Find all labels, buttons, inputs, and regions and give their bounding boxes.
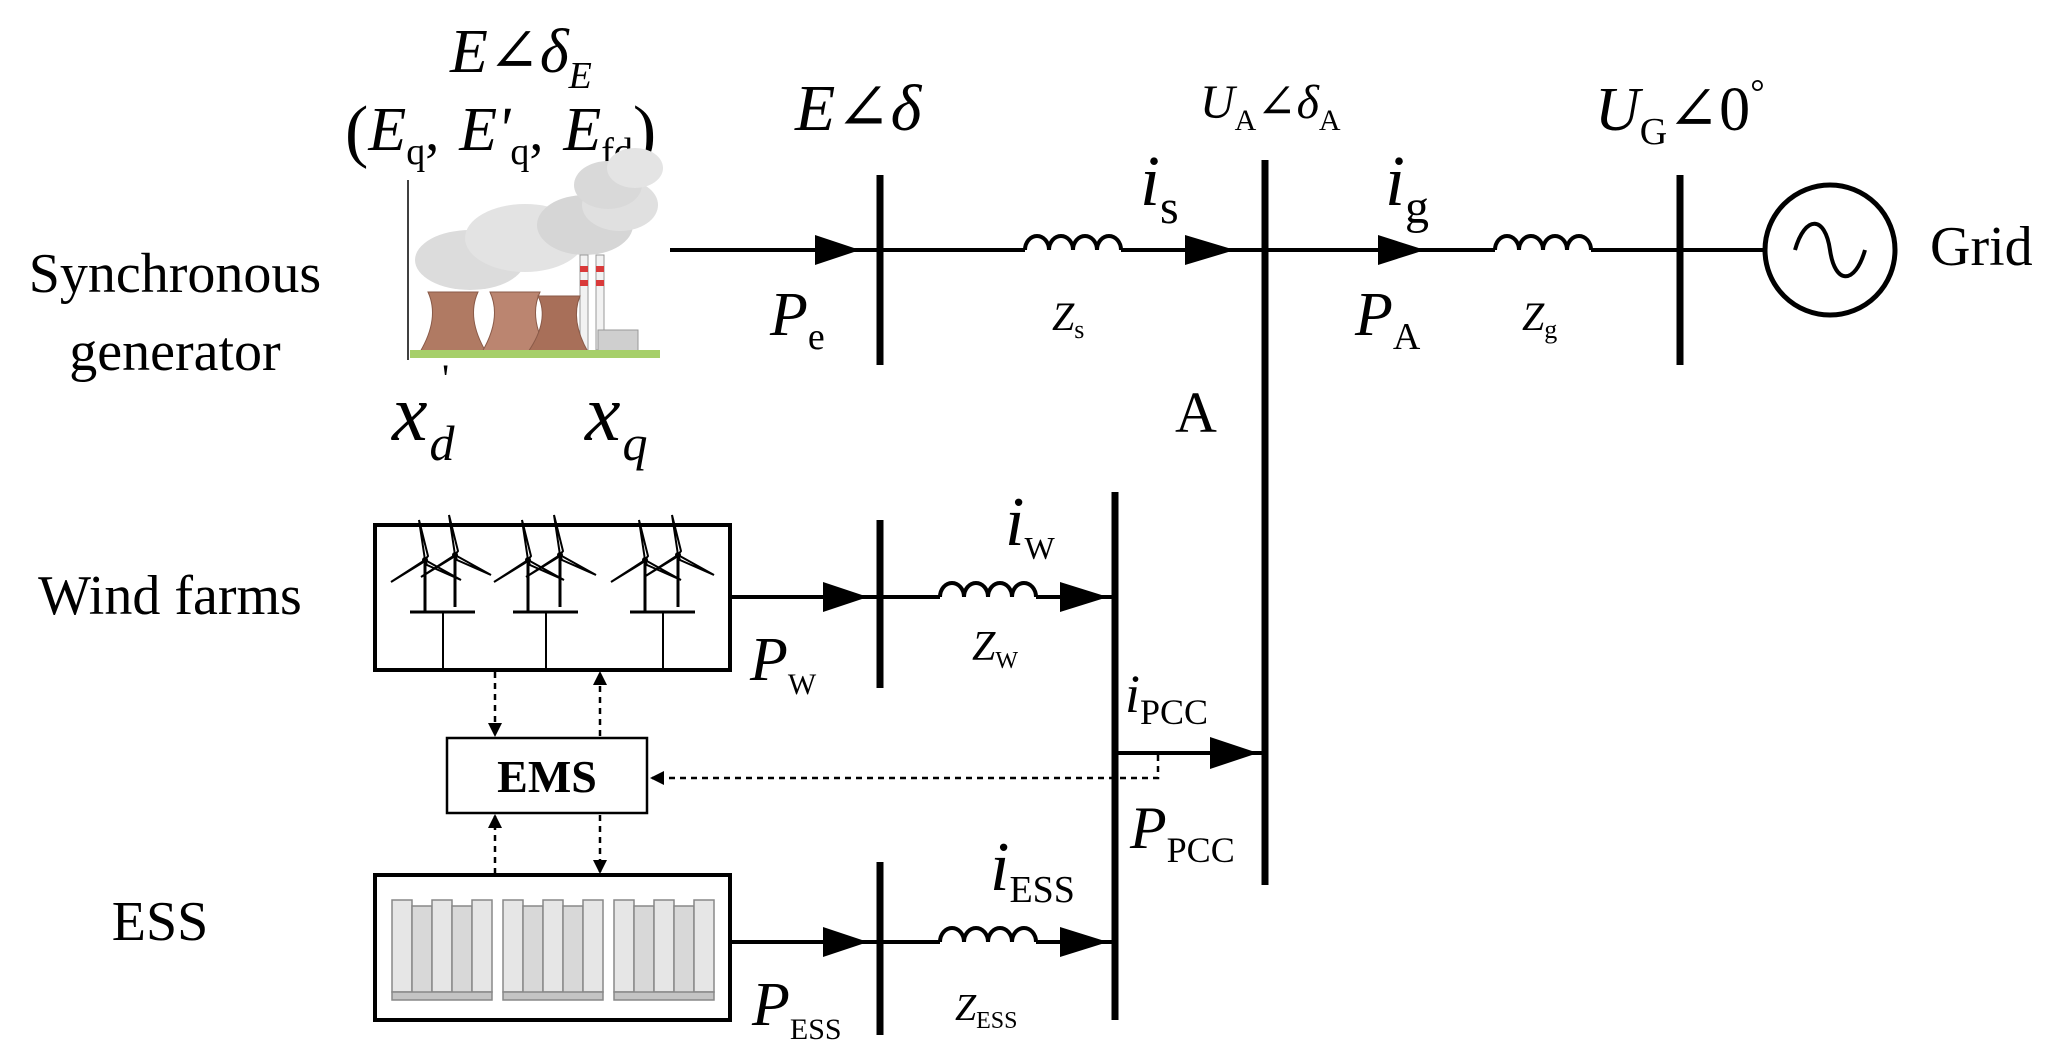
reactance-xd-prime: '	[442, 356, 449, 401]
bus-a-voltage-label: UA∠δA	[1200, 76, 1341, 137]
zg-inductor	[1493, 234, 1593, 251]
pess-arrow	[823, 927, 868, 957]
ppcc-label: PPCC	[1129, 795, 1235, 870]
iw-label: iW	[1005, 484, 1055, 566]
ess-label: ESS	[112, 891, 209, 953]
grid-label: Grid	[1930, 216, 2033, 278]
is-label: is	[1140, 141, 1179, 234]
zg-label: Zg	[1522, 294, 1557, 344]
reactance-xq-label: xq	[584, 370, 648, 471]
wind-farms-label: Wind farms	[38, 565, 302, 627]
zw-inductor	[938, 581, 1038, 598]
is-arrow	[1185, 235, 1235, 265]
generator-label-line2: generator	[69, 321, 281, 383]
generator-states-label: (Eq,E'q,Efd)	[345, 93, 656, 173]
zess-label: ZESS	[955, 987, 1018, 1034]
battery-racks-icon	[391, 899, 715, 1001]
zs-label: Zs	[1052, 294, 1084, 344]
generator-label-line1: Synchronous	[29, 243, 321, 305]
ac-wave-icon	[1793, 221, 1867, 279]
ig-arrow	[1378, 235, 1425, 265]
bus-a-name: A	[1175, 380, 1217, 445]
ipcc-arrow	[1210, 737, 1258, 769]
pe-arrow	[815, 235, 860, 265]
zs-inductor	[1023, 234, 1123, 251]
iess-arrow	[1060, 927, 1108, 957]
grid-voltage-label: UG∠0°	[1595, 72, 1765, 153]
iess-label: iESS	[990, 829, 1075, 911]
ig-label: ig	[1385, 141, 1429, 234]
pcc-measure-link	[650, 755, 1160, 785]
iw-arrow	[1060, 582, 1108, 612]
reactance-xd-label: xd	[391, 370, 456, 471]
pw-label: PW	[749, 626, 817, 701]
pess-label: PESS	[751, 971, 842, 1046]
zw-label: ZW	[972, 624, 1018, 674]
power-plant-icon	[407, 148, 663, 360]
wind-turbines-icon	[389, 513, 716, 670]
ems-label: EMS	[497, 751, 597, 802]
zess-inductor	[938, 926, 1038, 943]
generator-emf-label: E∠δE	[449, 18, 592, 97]
ipcc-label: iPCC	[1125, 664, 1208, 732]
ems-box[interactable]	[445, 736, 649, 815]
pw-arrow	[823, 582, 868, 612]
generator-bus-voltage-label: E∠δ	[794, 72, 923, 145]
pe-label: Pe	[769, 281, 825, 358]
pa-label: PA	[1354, 281, 1421, 358]
